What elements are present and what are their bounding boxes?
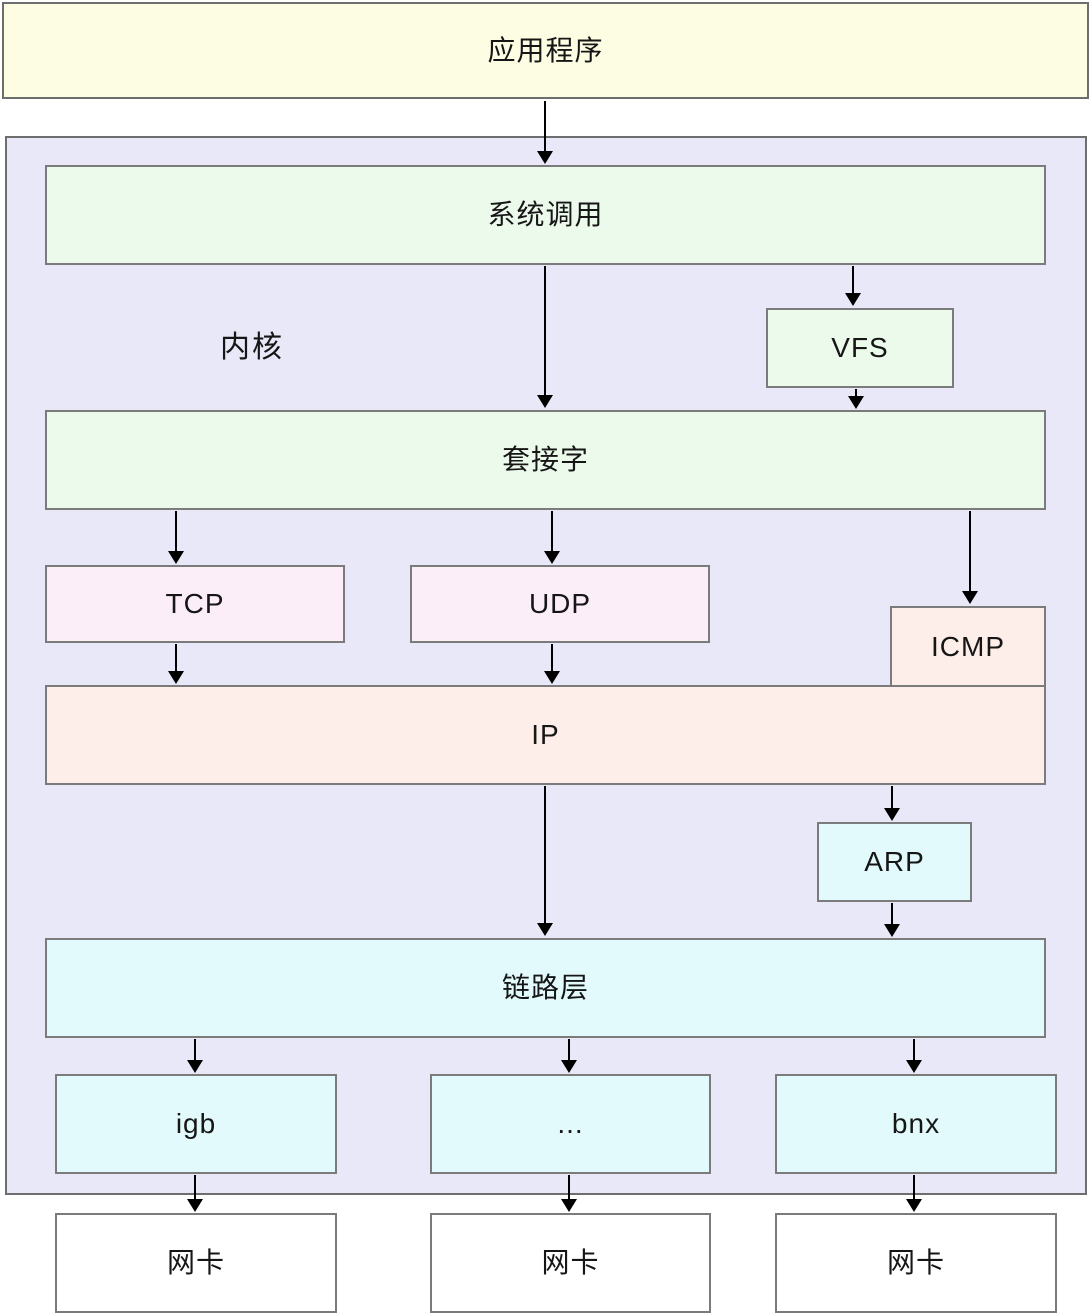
socket-box: 套接字 [45,410,1046,510]
tcp-label: TCP [165,588,225,619]
nic-right-box: 网卡 [775,1213,1057,1313]
nic-left-box: 网卡 [55,1213,337,1313]
kernel-label: 内核 [220,331,284,364]
arrow-application-to-syscall [537,101,553,164]
arp-label: ARP [864,846,925,877]
arrow-bnx-to-nic [906,1175,922,1212]
driver-bnx-label: bnx [891,1108,941,1139]
driver-bnx-box: bnx [775,1074,1057,1174]
arrow-igb-to-nic [187,1175,203,1212]
arrow-link-layer-to-igb [187,1039,203,1073]
arrow-udp-to-ip [544,644,560,684]
arrow-link-layer-to-more [561,1039,577,1073]
arrow-tcp-to-ip [168,644,184,684]
tcp-box: TCP [45,565,345,643]
syscall-label: 系统调用 [487,199,604,230]
nic-right-label: 网卡 [886,1247,945,1278]
icmp-box: ICMP [890,606,1046,687]
arrow-socket-to-icmp [962,511,978,604]
arrow-vfs-to-socket [848,389,864,409]
application-box: 应用程序 [2,2,1089,99]
syscall-box: 系统调用 [45,165,1046,265]
ip-box: IP [45,685,1046,785]
ip-label: IP [531,719,560,750]
udp-box: UDP [410,565,710,643]
icmp-label: ICMP [931,630,1005,662]
driver-igb-label: igb [175,1108,217,1139]
driver-more-box: ... [430,1074,711,1174]
arrow-socket-to-tcp [168,511,184,564]
nic-middle-box: 网卡 [430,1213,711,1313]
arp-box: ARP [817,822,972,902]
link-layer-box: 链路层 [45,938,1046,1038]
arrow-arp-to-link-layer [884,903,900,937]
driver-more-label: ... [557,1108,584,1139]
arrow-syscall-to-socket [537,266,553,408]
arrow-ip-to-arp [884,786,900,821]
link-layer-label: 链路层 [501,972,589,1003]
udp-label: UDP [528,588,592,619]
arrow-ip-to-link-layer [537,786,553,936]
socket-label: 套接字 [501,444,589,475]
nic-left-label: 网卡 [166,1247,225,1278]
arrow-link-layer-to-bnx [906,1039,922,1073]
vfs-box: VFS [766,308,954,388]
arrow-socket-to-udp [544,511,560,564]
driver-igb-box: igb [55,1074,337,1174]
arrow-more-to-nic [561,1175,577,1212]
application-label: 应用程序 [487,34,604,66]
nic-middle-label: 网卡 [541,1247,600,1278]
arrow-syscall-to-vfs [845,266,861,306]
vfs-label: VFS [831,332,889,363]
